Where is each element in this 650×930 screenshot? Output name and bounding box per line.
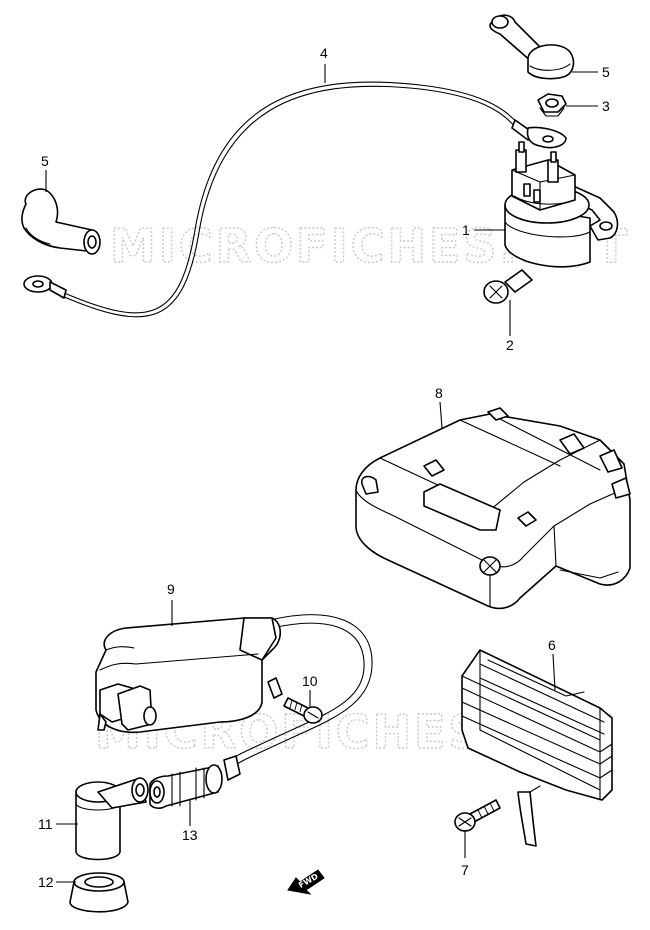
- callout-5-left: 5: [41, 153, 49, 169]
- callout-11: 11: [38, 816, 53, 832]
- terminal-cap-part-5-left: [21, 188, 101, 255]
- callout-3: 3: [602, 98, 610, 114]
- spark-plug-cap-part-11: [75, 777, 149, 861]
- bolt-part-7: [454, 799, 501, 832]
- cap-boot-part-12: [69, 872, 129, 913]
- bolt-part-10: [283, 697, 323, 724]
- forward-direction-badge: FWD: [287, 869, 325, 895]
- cdi-unit-part-8: [355, 407, 631, 610]
- regulator-rectifier-part-6: [461, 649, 613, 847]
- starter-relay-part-1: [504, 141, 619, 268]
- callout-12: 12: [38, 874, 54, 890]
- terminal-cap-part-5-right: [489, 14, 575, 80]
- screw-part-2: [483, 269, 533, 304]
- callout-4: 4: [320, 45, 328, 61]
- callout-9: 9: [167, 581, 175, 597]
- lead-wire-part-4: [23, 81, 567, 318]
- callout-6: 6: [548, 637, 556, 653]
- callout-1: 1: [462, 222, 470, 238]
- callout-2: 2: [506, 337, 514, 353]
- coupling-part-13: [149, 764, 223, 809]
- callout-10: 10: [302, 673, 318, 689]
- callout-13: 13: [182, 827, 198, 843]
- callouts: 4 5 3 5 1 2 8 9 6 10 11 13 12: [38, 45, 610, 890]
- ignition-coil-part-9: [95, 614, 373, 781]
- callout-8: 8: [435, 385, 443, 401]
- callout-5-right: 5: [602, 64, 610, 80]
- callout-7: 7: [461, 862, 469, 878]
- nut-part-3: [537, 93, 567, 117]
